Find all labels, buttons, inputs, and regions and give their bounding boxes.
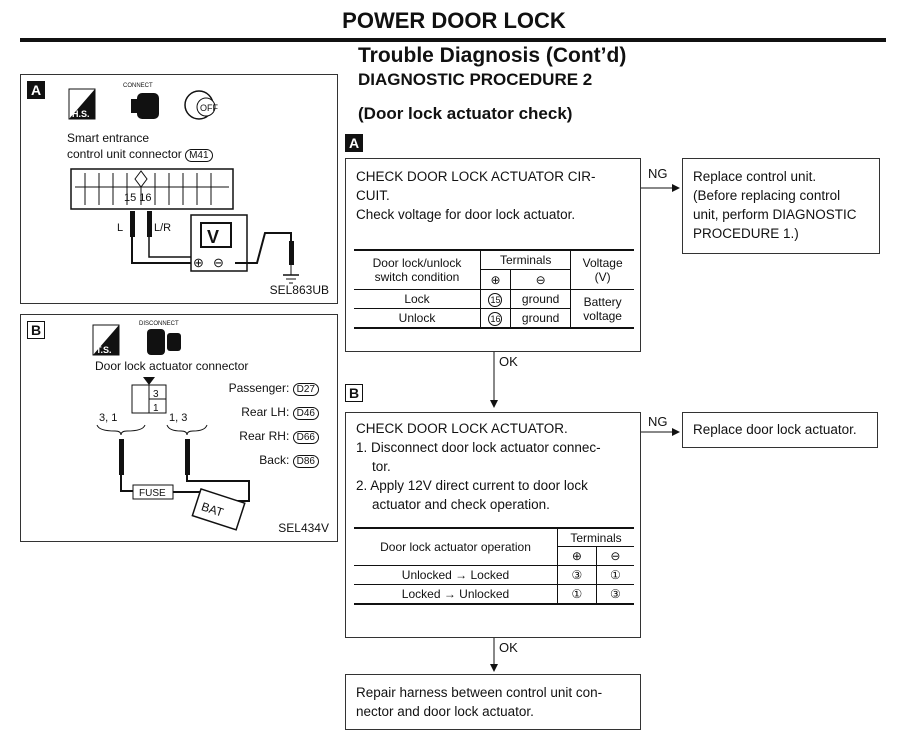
connector-rear-rh: Rear RH: D66 [229,425,319,449]
step-a-label: A [345,134,363,152]
step-b-table: Door lock actuator operation Terminals ⊕… [354,527,634,605]
step-b-ng-box: Replace door lock actuator. [682,412,878,448]
connector-passenger: Passenger: D27 [229,377,319,401]
step-b-text: CHECK DOOR LOCK ACTUATOR. 1. Disconnect … [356,421,601,512]
svg-text:V: V [207,227,219,247]
connector-body [70,168,234,210]
connector-rear-lh: Rear LH: D46 [229,401,319,425]
title-rule [20,38,886,42]
page-title: POWER DOOR LOCK [342,8,566,33]
figure-b-label: B [27,321,45,339]
actuator-caption: Door lock actuator connector [95,359,249,373]
svg-text:⊖: ⊖ [213,255,224,270]
svg-text:⊕: ⊕ [193,255,204,270]
connector-list: Passenger: D27 Rear LH: D46 Rear RH: D66… [229,377,319,473]
svg-text:CONNECT: CONNECT [123,83,153,89]
step-a-ng: NG [648,166,668,181]
step-a-ok: OK [499,354,518,369]
check-name: (Door lock actuator check) [358,104,573,123]
svg-text:L: L [117,222,123,234]
procedure-title: DIAGNOSTIC PROCEDURE 2 [358,70,593,89]
final-box: Repair harness between control unit con-… [345,674,641,730]
step-a-box: CHECK DOOR LOCK ACTUATOR CIR- CUIT. Chec… [345,158,641,352]
figure-a-panel: A H.S. CONNECT OFF [20,74,338,304]
table-row: Unlock 16 ground [354,308,634,327]
ignition-key-icon: OFF [184,90,218,120]
svg-text:3, 1: 3, 1 [99,412,117,424]
caption-line1: Smart entrance [67,131,150,145]
step-b-ng: NG [648,414,668,429]
disconnect-icon: DISCONNECT [139,321,181,355]
connector-id-badge: M41 [185,149,213,162]
svg-text:L/R: L/R [154,222,171,234]
step-a-ng-box: Replace control unit. (Before replacing … [682,158,880,254]
section-subtitle: Trouble Diagnosis (Cont’d) [358,44,627,67]
svg-text:T.S.: T.S. [96,345,112,355]
svg-text:1, 3: 1, 3 [169,412,187,424]
figure-a-diagram: H.S. CONNECT OFF 15 [68,83,299,284]
svg-text:H.S.: H.S. [72,109,90,119]
step-b-label: B [345,384,363,402]
step-b-ng-text: Replace door lock actuator. [693,422,857,437]
svg-text:1: 1 [153,403,159,414]
connector-back: Back: D86 [229,449,319,473]
step-b-box: CHECK DOOR LOCK ACTUATOR. 1. Disconnect … [345,412,641,638]
step-a-ng-text: Replace control unit. (Before replacing … [693,169,857,241]
step-b-ok: OK [499,640,518,655]
svg-text:DISCONNECT: DISCONNECT [139,321,179,327]
svg-text:15 16: 15 16 [124,192,152,204]
table-row: Unlocked → Locked ③ ① [354,565,634,585]
figure-b-panel: B T.S. DISCONNECT 3 1 3, 1 1, 3 FUSE [20,314,338,542]
figure-b-diagram: T.S. DISCONNECT 3 1 3, 1 1, 3 FUSE BAT [92,321,250,531]
final-text: Repair harness between control unit con-… [356,685,603,719]
hs-icon: H.S. [68,88,96,120]
figure-a-label: A [27,81,45,99]
ts-icon: T.S. [92,324,120,356]
svg-text:3: 3 [153,389,159,400]
table-row: Locked → Unlocked ① ③ [354,584,634,603]
figure-b-code: SEL434V [278,521,329,535]
step-a-text: CHECK DOOR LOCK ACTUATOR CIR- CUIT. Chec… [356,169,596,222]
svg-text:BAT: BAT [200,499,226,519]
svg-text:FUSE: FUSE [139,488,166,499]
figure-a-code: SEL863UB [269,283,329,297]
caption-line2: control unit connector M41 [67,147,213,162]
svg-text:OFF: OFF [200,103,218,113]
connector-icon: CONNECT [123,83,159,119]
